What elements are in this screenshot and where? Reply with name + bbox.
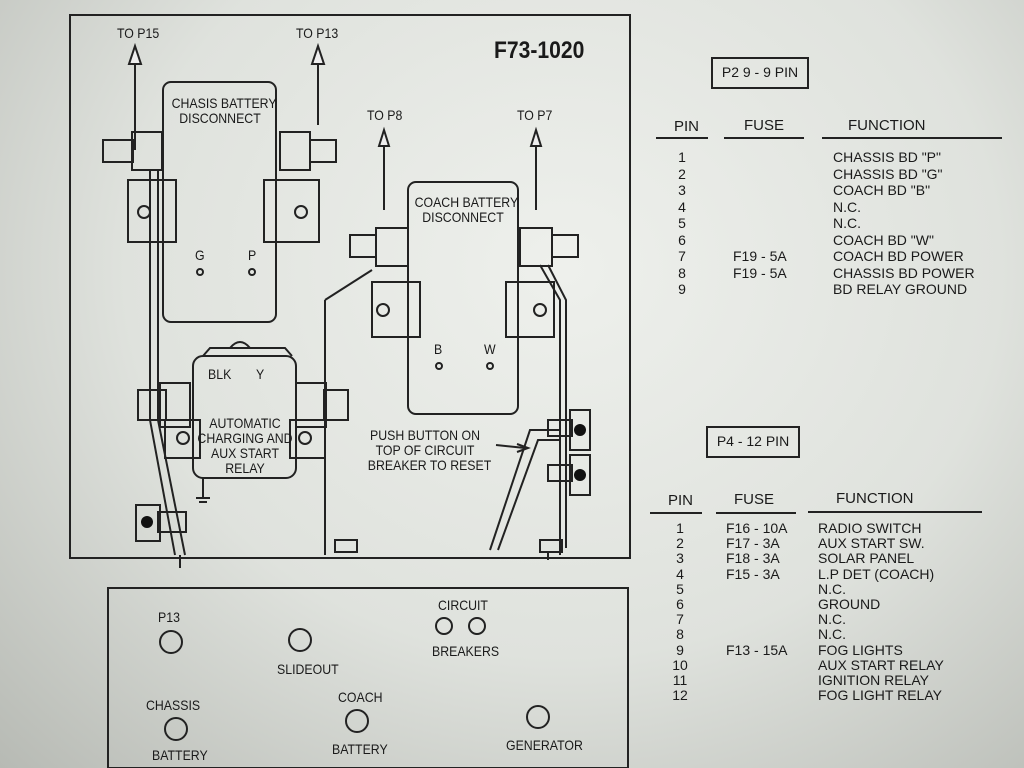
p4-table-title: P4 - 12 PIN [706, 426, 800, 458]
diagram-frame [69, 14, 631, 559]
pin-cell: 12 [672, 687, 688, 704]
p4-function-rule [808, 511, 982, 513]
coach-disconnect-body [407, 181, 519, 415]
pin-cell: 9 [678, 281, 686, 297]
function-cell: CHASSIS BD "P" [833, 149, 941, 165]
chassis-label: CHASSIS [146, 697, 201, 713]
diagram-title: F73-1020 [494, 37, 585, 64]
coach-battery-label: BATTERY [332, 741, 388, 757]
function-cell: BD RELAY GROUND [833, 281, 968, 297]
function-cell: IGNITION RELAY [818, 672, 929, 688]
function-cell: L.P DET (COACH) [818, 565, 935, 582]
terminal-g-label: G [195, 247, 205, 263]
fuse-cell: F19 - 5A [733, 248, 787, 264]
fuse-cell: F16 - 10A [726, 520, 788, 536]
function-cell: COACH BD "B" [833, 182, 931, 198]
p4-fuse-rule [716, 512, 796, 514]
chassis-disconnect-label: CHASIS BATTERY DISCONNECT [171, 95, 277, 126]
p2-pin-header: PIN [674, 118, 700, 135]
to-p8-label: TO P8 [367, 107, 403, 123]
chassis-battery-label: BATTERY [152, 747, 208, 763]
function-cell: N.C. [818, 580, 846, 597]
to-p13-label: TO P13 [296, 25, 339, 41]
function-cell: RADIO SWITCH [818, 520, 922, 536]
pin-cell: 1 [678, 149, 686, 165]
function-cell: COACH BD "W" [833, 231, 934, 248]
p13-label: P13 [158, 609, 180, 625]
p2-pin-rule [656, 137, 708, 139]
chassis-battery-hole [164, 717, 188, 741]
p2-fuse-header: FUSE [744, 117, 785, 134]
function-cell: SOLAR PANEL [818, 550, 915, 567]
terminal-w-label: W [484, 341, 496, 357]
fuse-cell: F18 - 3A [726, 550, 780, 567]
pin-cell: 3 [678, 182, 686, 198]
function-cell: GROUND [818, 596, 881, 612]
function-cell: COACH BD POWER [833, 248, 964, 264]
function-cell: CHASSIS BD POWER [833, 264, 975, 281]
pin-cell: 3 [676, 550, 684, 567]
generator-hole [526, 705, 550, 729]
slideout-hole [288, 628, 312, 652]
function-cell: N.C. [833, 198, 861, 215]
pin-cell: 2 [678, 165, 686, 182]
coach-disconnect-label: COACH BATTERY DISCONNECT [414, 194, 519, 225]
p13-hole [159, 630, 183, 654]
function-cell: N.C. [818, 611, 846, 628]
pin-cell: 6 [678, 231, 686, 248]
p4-pin-header: PIN [668, 492, 694, 509]
breakers-label: BREAKERS [432, 643, 500, 659]
fuse-cell: F17 - 3A [726, 535, 780, 552]
pin-cell: 8 [676, 626, 684, 643]
p2-function-rule [822, 137, 1002, 139]
pin-cell: 10 [672, 656, 688, 673]
circuit-label: CIRCUIT [438, 597, 488, 613]
pin-cell: 4 [676, 565, 684, 582]
fuse-cell: F15 - 3A [726, 565, 780, 582]
pin-cell: 1 [676, 520, 684, 536]
push-button-note: PUSH BUTTON ON TOP OF CIRCUIT BREAKER TO… [367, 427, 492, 473]
pin-cell: 7 [676, 611, 684, 628]
coach-battery-hole [345, 709, 369, 733]
front-panel-frame [107, 587, 629, 768]
pin-cell: 11 [672, 672, 688, 688]
terminal-blk-label: BLK [208, 366, 232, 382]
pin-cell: 4 [678, 198, 686, 215]
p2-function-header: FUNCTION [848, 117, 926, 134]
generator-label: GENERATOR [506, 737, 583, 753]
p4-fuse-header: FUSE [734, 491, 775, 508]
to-p7-label: TO P7 [517, 107, 553, 123]
chassis-disconnect-body [162, 81, 277, 323]
terminal-b-label: B [434, 341, 443, 357]
pin-cell: 7 [678, 248, 686, 264]
pin-cell: 5 [676, 580, 684, 597]
circuit-breaker-hole-2 [468, 617, 486, 635]
terminal-y-label: Y [256, 366, 265, 382]
function-cell: CHASSIS BD "G" [833, 165, 943, 182]
function-cell: N.C. [833, 215, 861, 231]
function-cell: N.C. [818, 626, 846, 643]
relay-label: AUTOMATIC CHARGING AND AUX START RELAY [197, 415, 293, 476]
terminal-p-label: P [248, 247, 257, 263]
pin-cell: 2 [676, 535, 684, 552]
pin-cell: 6 [676, 596, 684, 612]
pin-cell: 8 [678, 264, 686, 281]
coach-label: COACH [338, 689, 383, 705]
fuse-cell: F19 - 5A [733, 264, 787, 281]
function-cell: FOG LIGHTS [818, 641, 903, 658]
pin-cell: 5 [678, 215, 686, 231]
function-cell: AUX START SW. [818, 535, 925, 552]
p2-table-title: P2 9 - 9 PIN [711, 57, 809, 89]
fuse-cell: F13 - 15A [726, 641, 788, 658]
p2-fuse-rule [724, 137, 804, 139]
function-cell: AUX START RELAY [818, 656, 944, 673]
to-p15-label: TO P15 [117, 25, 160, 41]
function-cell: FOG LIGHT RELAY [818, 687, 942, 704]
p4-function-header: FUNCTION [836, 490, 914, 507]
pin-cell: 9 [676, 641, 684, 658]
circuit-breaker-hole-1 [435, 617, 453, 635]
slideout-label: SLIDEOUT [277, 661, 339, 677]
p4-pin-rule [650, 512, 702, 514]
